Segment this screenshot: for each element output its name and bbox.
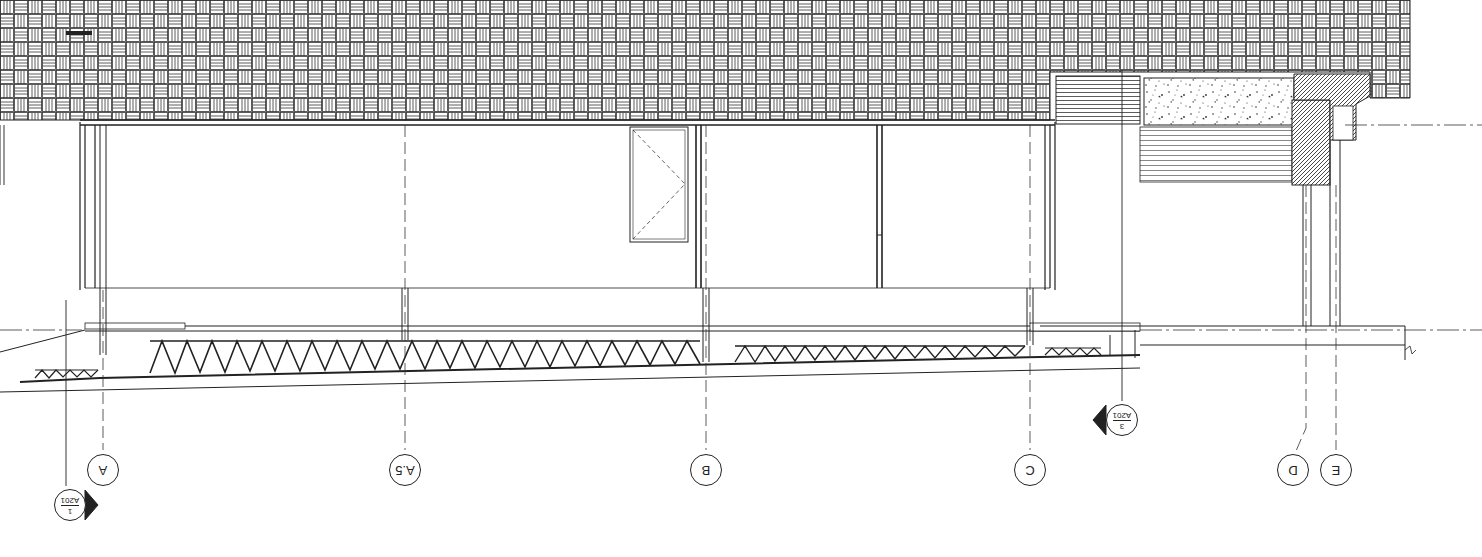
- grid-bubble: B: [690, 454, 722, 486]
- center-line: [0, 125, 1482, 330]
- grid-label: A.5: [395, 463, 415, 477]
- grid-label: B: [702, 463, 711, 477]
- grid-label: A201: [61, 495, 80, 506]
- grid-bubble: D: [1277, 454, 1309, 486]
- section-marker: [66, 70, 1122, 520]
- grid-bubble: C: [1014, 454, 1046, 486]
- grid-label: A: [99, 463, 108, 477]
- mark: [66, 31, 92, 35]
- grid-label: A201: [1113, 410, 1132, 421]
- grid-label: 1: [68, 506, 72, 515]
- grid-label: C: [1025, 463, 1034, 477]
- edge-wall: [0, 125, 4, 185]
- grid-line: [103, 125, 1336, 451]
- section-lines: [0, 120, 1140, 392]
- grid-label: E: [1332, 463, 1341, 477]
- grid-bubble: E: [1320, 454, 1352, 486]
- section-marker: 1A201: [54, 489, 86, 521]
- canopy: [1040, 74, 1416, 360]
- grid-bubble: A: [87, 454, 119, 486]
- section-marker: 3A201: [1106, 404, 1138, 436]
- grid-label: 3: [1120, 421, 1124, 430]
- grid-bubble: A.5: [389, 454, 421, 486]
- grid-label: D: [1288, 463, 1297, 477]
